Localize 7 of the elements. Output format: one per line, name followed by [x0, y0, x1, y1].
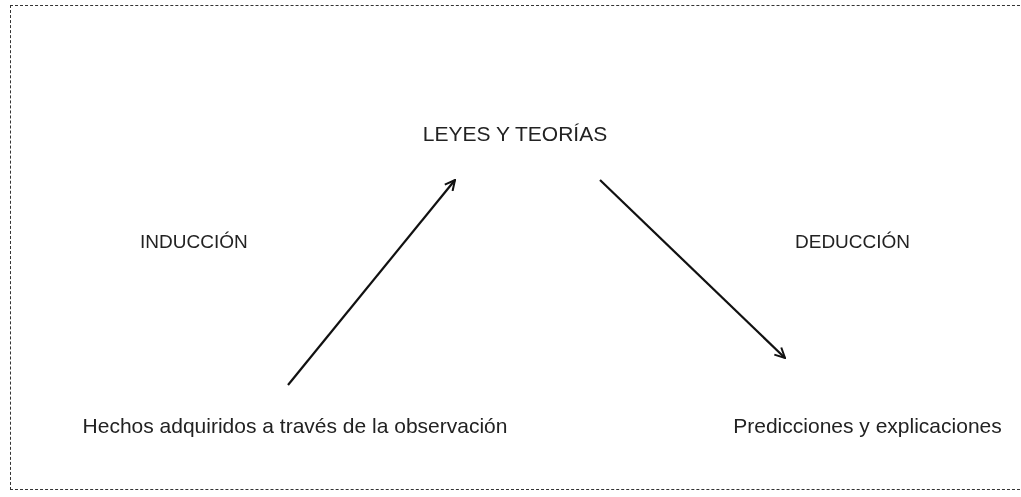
- arrow: [599, 179, 786, 359]
- arrow: [287, 179, 456, 386]
- node-text: Hechos adquiridos a través de la observación: [82, 413, 508, 439]
- node-text: Predicciones y explicaciones: [733, 413, 1002, 439]
- process-label: DEDUCCIÓN: [795, 230, 911, 254]
- node-text: LEYES Y TEORÍAS: [422, 121, 608, 147]
- process-label: INDUCCIÓN: [140, 230, 248, 254]
